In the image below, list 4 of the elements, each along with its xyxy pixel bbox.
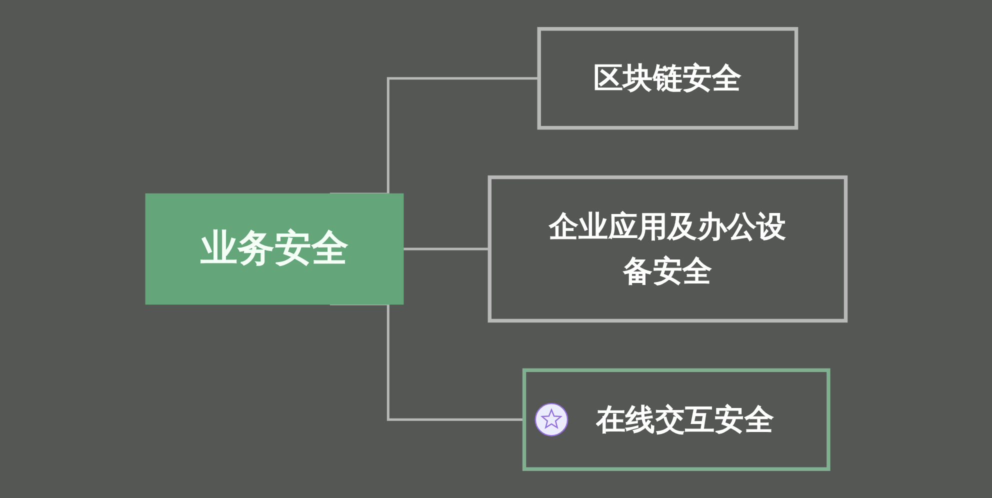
- node-box: 企业应用及办公设备安全: [488, 175, 848, 323]
- node-box: 区块链安全: [537, 27, 798, 130]
- node-box: 业务安全: [145, 193, 404, 305]
- connector: [403, 248, 490, 250]
